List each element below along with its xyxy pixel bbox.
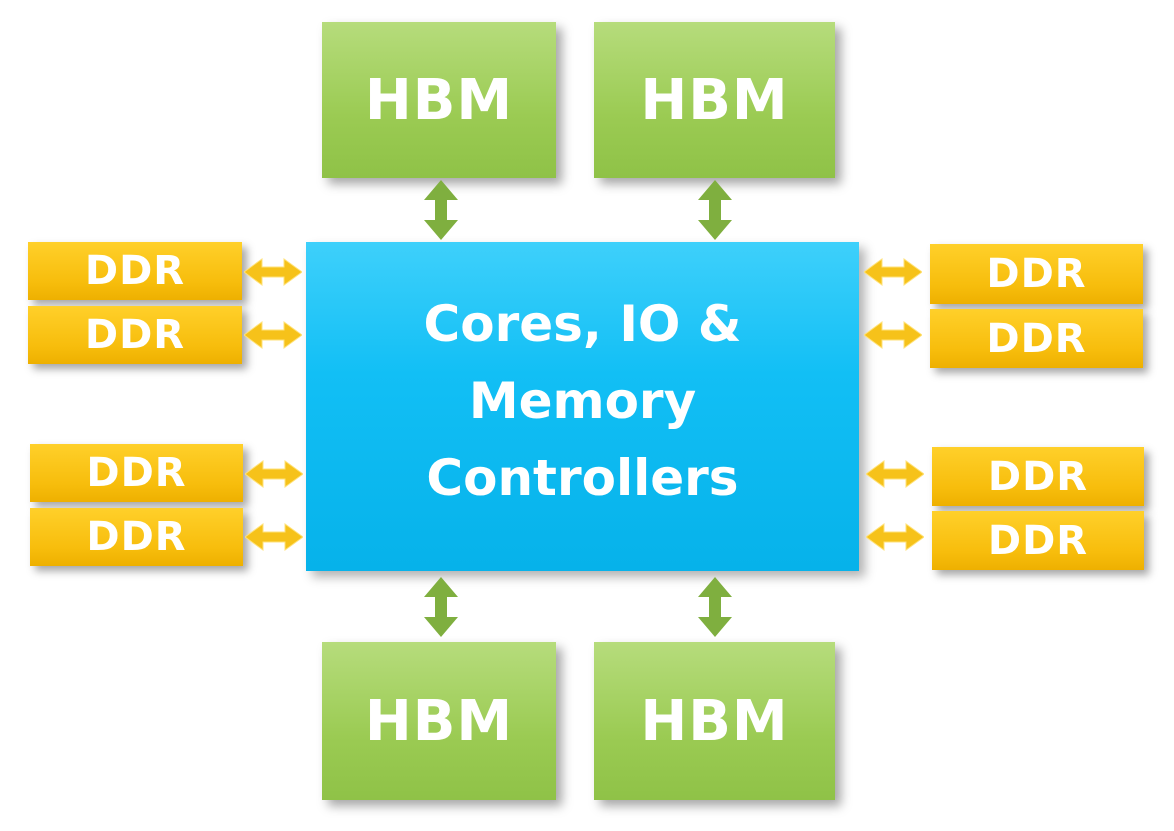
cores-io-memory-controllers-box: Cores, IO & Memory Controllers <box>306 242 859 571</box>
ddr-left-2-arrow <box>244 321 302 349</box>
ddr-right-1-arrow <box>864 258 922 286</box>
ddr-label: DDR <box>86 514 187 560</box>
ddr-left-3-arrow <box>245 460 303 488</box>
core-label-line-3: Controllers <box>426 449 739 507</box>
ddr-label: DDR <box>84 312 186 358</box>
ddr-left-4-box: DDR <box>30 508 243 566</box>
ddr-right-1-box: DDR <box>930 244 1143 304</box>
hbm-top-left-box: HBM <box>322 22 556 178</box>
ddr-label: DDR <box>987 453 1089 500</box>
ddr-left-3-box: DDR <box>30 444 243 502</box>
ddr-label: DDR <box>86 450 187 496</box>
hbm-top-right-arrow <box>698 180 732 240</box>
ddr-right-2-arrow <box>864 321 922 349</box>
ddr-left-1-arrow <box>244 258 302 286</box>
ddr-right-3-arrow <box>866 460 924 488</box>
hbm-bottom-right-arrow <box>698 577 732 637</box>
hbm-top-left-arrow <box>424 180 458 240</box>
ddr-right-2-box: DDR <box>930 309 1143 368</box>
ddr-label: DDR <box>986 315 1087 362</box>
ddr-left-4-arrow <box>245 523 303 551</box>
ddr-right-3-box: DDR <box>932 447 1144 506</box>
core-label-line-1: Cores, IO & <box>423 295 742 353</box>
ddr-label: DDR <box>986 251 1087 297</box>
ddr-right-4-arrow <box>866 523 924 551</box>
core-label-line-2: Memory <box>468 372 697 430</box>
ddr-label: DDR <box>987 517 1089 564</box>
hbm-top-right-box: HBM <box>594 22 835 178</box>
hbm-label: HBM <box>640 67 789 133</box>
hbm-bottom-left-box: HBM <box>322 642 556 800</box>
hbm-label: HBM <box>364 67 514 133</box>
ddr-left-2-box: DDR <box>28 306 242 364</box>
hbm-label: HBM <box>640 688 789 754</box>
ddr-left-1-box: DDR <box>28 242 242 300</box>
hbm-label: HBM <box>364 688 514 754</box>
ddr-label: DDR <box>84 248 186 294</box>
hbm-bottom-left-arrow <box>424 577 458 637</box>
hbm-bottom-right-box: HBM <box>594 642 835 800</box>
ddr-right-4-box: DDR <box>932 511 1144 570</box>
